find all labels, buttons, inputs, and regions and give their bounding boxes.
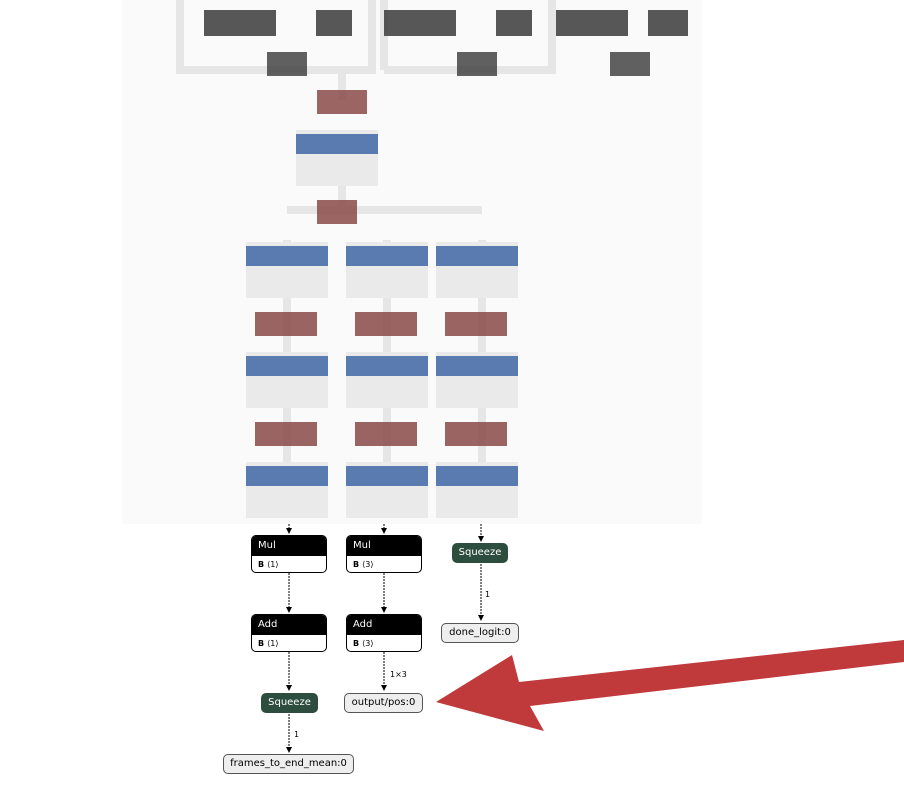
add-node-1-title: Add xyxy=(252,615,326,635)
add-node-2-title: Add xyxy=(347,615,421,635)
add-node-2[interactable]: Add B⟨3⟩ xyxy=(346,614,422,652)
edge-label-add2-pos: 1×3 xyxy=(390,670,407,679)
mul-node-1-attr: B⟨1⟩ xyxy=(252,556,326,572)
edge-label-squeeze2-done: 1 xyxy=(485,590,491,599)
blurred-graph-region xyxy=(122,0,702,524)
mul-node-2-param: B xyxy=(353,560,360,569)
add-node-2-shape: ⟨3⟩ xyxy=(362,639,374,648)
mul-node-1[interactable]: Mul B⟨1⟩ xyxy=(251,535,327,573)
add-node-1[interactable]: Add B⟨1⟩ xyxy=(251,614,327,652)
add-node-1-param: B xyxy=(258,639,265,648)
mul-node-2-shape: ⟨3⟩ xyxy=(362,560,374,569)
add-node-2-param: B xyxy=(353,639,360,648)
add-node-1-shape: ⟨1⟩ xyxy=(267,639,279,648)
mul-node-1-shape: ⟨1⟩ xyxy=(267,560,279,569)
squeeze-node-2[interactable]: Squeeze xyxy=(452,543,508,563)
mul-node-2-attr: B⟨3⟩ xyxy=(347,556,421,572)
mul-node-1-title: Mul xyxy=(252,536,326,556)
mul-node-2-title: Mul xyxy=(347,536,421,556)
mul-node-2[interactable]: Mul B⟨3⟩ xyxy=(346,535,422,573)
output-frames-to-end-mean[interactable]: frames_to_end_mean:0 xyxy=(223,754,354,774)
squeeze-node-1[interactable]: Squeeze xyxy=(261,693,318,713)
edge-label-squeeze1-frames: 1 xyxy=(294,730,300,739)
mul-node-1-param: B xyxy=(258,560,265,569)
output-done-logit[interactable]: done_logit:0 xyxy=(441,623,519,643)
add-node-1-attr: B⟨1⟩ xyxy=(252,635,326,651)
add-node-2-attr: B⟨3⟩ xyxy=(347,635,421,651)
output-pos[interactable]: output/pos:0 xyxy=(344,693,423,713)
blurred-graph-svg xyxy=(176,0,688,518)
annotation-arrow xyxy=(436,640,904,731)
